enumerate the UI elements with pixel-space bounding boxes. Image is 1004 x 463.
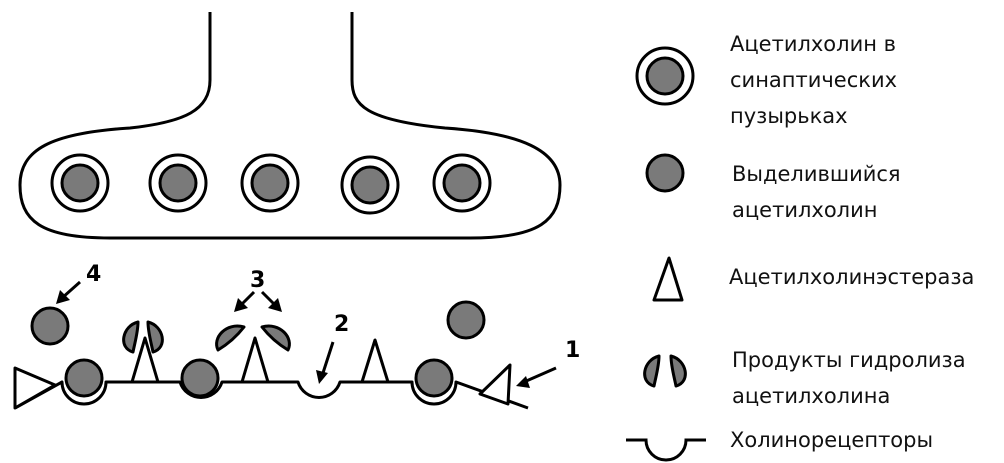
acetylcholinesterase — [480, 365, 510, 404]
vesicle — [52, 155, 108, 211]
legend-vesicle-acetylcholine-text: Ацетилхолин в синаптических пузырьках — [730, 26, 897, 134]
vesicle-acetylcholine-icon — [637, 48, 693, 104]
label-4: 4 — [86, 262, 101, 287]
legend-hydrolysis-products-text: Продукты гидролиза ацетилхолина — [732, 342, 966, 414]
released-acetylcholine-icon — [647, 155, 683, 191]
vesicle — [434, 155, 490, 211]
bound-acetylcholine — [182, 360, 218, 396]
free-acetylcholine — [32, 308, 68, 344]
hydrolysis-products-icon — [645, 356, 686, 386]
label-1: 1 — [565, 338, 580, 363]
acetylcholinesterase-icon — [654, 258, 682, 300]
vesicle-row — [52, 155, 490, 213]
label-2: 2 — [334, 312, 349, 337]
bound-acetylcholine — [66, 360, 102, 396]
bound-acetylcholine — [416, 360, 452, 396]
legend-acetylcholinesterase-text: Ацетилхолинэстераза — [729, 259, 974, 295]
vesicle — [242, 155, 298, 211]
acetylcholinesterase — [15, 368, 55, 408]
cholinoreceptor-icon — [626, 440, 706, 460]
legend-cholinoreceptor-text: Холинорецепторы — [730, 422, 933, 458]
acetylcholinesterase — [242, 338, 268, 382]
vesicle — [150, 155, 206, 211]
label-3: 3 — [250, 268, 265, 293]
vesicle — [342, 157, 398, 213]
free-acetylcholine — [448, 302, 484, 338]
legend-released-acetylcholine-text: Выделившийся ацетилхолин — [732, 156, 901, 228]
acetylcholinesterase — [362, 340, 388, 382]
